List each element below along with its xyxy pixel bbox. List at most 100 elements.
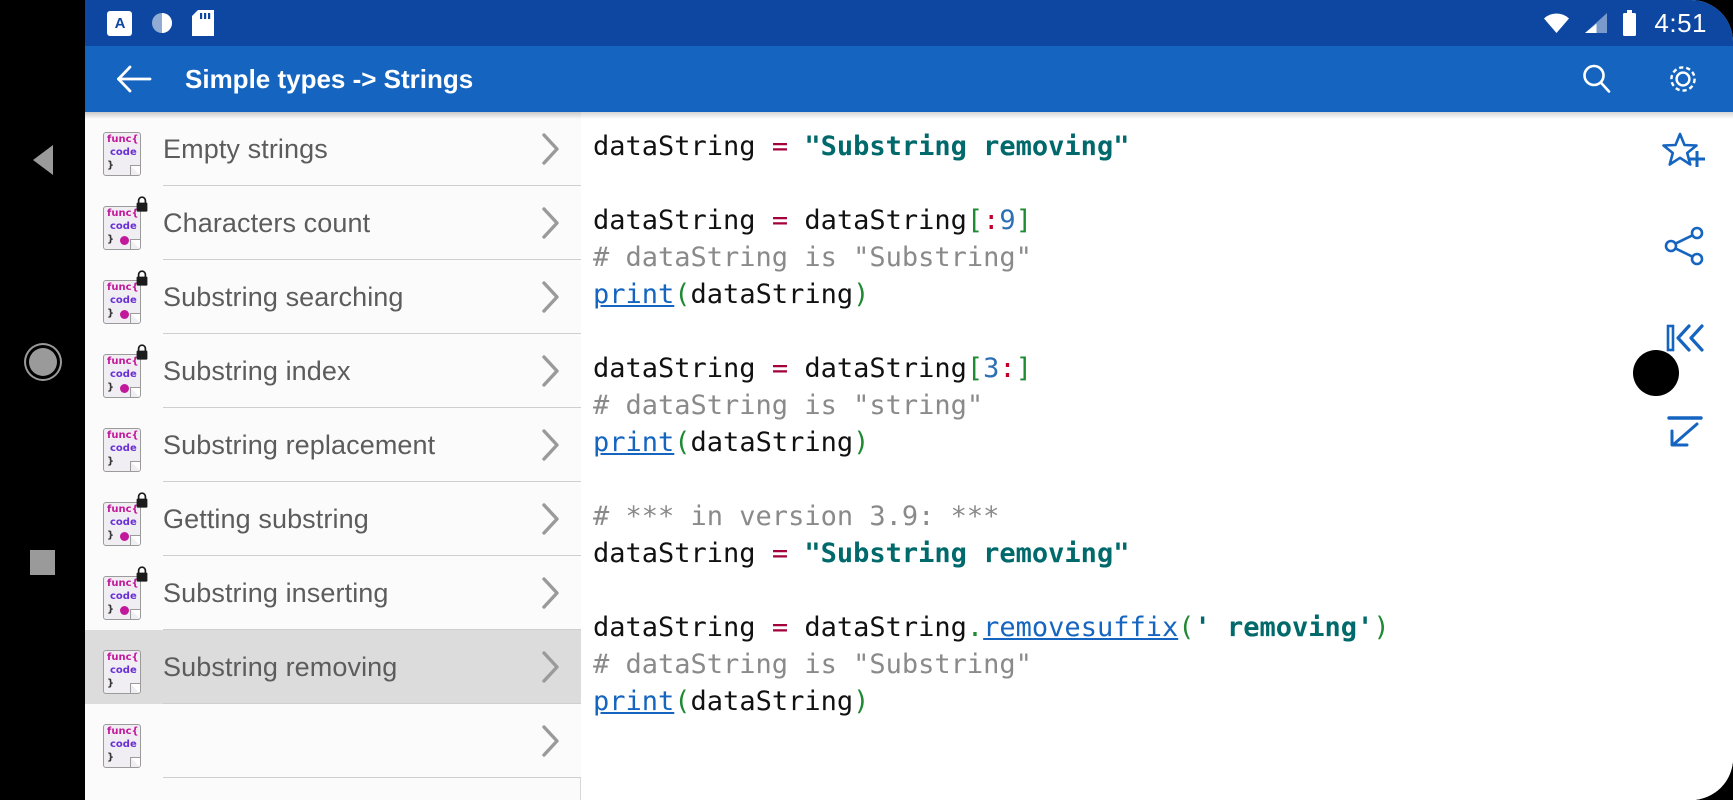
- chevron-right-icon: [531, 650, 571, 684]
- code-token: dataString: [788, 353, 967, 384]
- nav-recents-button[interactable]: [0, 532, 85, 592]
- code-token: dataString: [593, 538, 772, 569]
- code-token[interactable]: print: [593, 427, 675, 458]
- code-token[interactable]: print: [593, 686, 675, 717]
- code-token: dataString: [788, 612, 967, 643]
- code-file-icon: func{code}: [103, 344, 149, 398]
- list-separator: [163, 703, 581, 704]
- list-item[interactable]: func{code} Substring replacement: [85, 408, 581, 482]
- code-token: dataString: [690, 427, 854, 458]
- list-item-label: Substring searching: [163, 281, 404, 312]
- camera-punch-hole: [1633, 350, 1679, 396]
- lock-icon: [136, 344, 148, 360]
- code-top-shadow: [581, 112, 1733, 119]
- code-token: ]: [1015, 353, 1032, 384]
- skip-to-first-icon[interactable]: [1661, 314, 1709, 362]
- action-rail: [1637, 112, 1733, 800]
- list-item[interactable]: func{code}Empty strings: [85, 112, 581, 186]
- code-token: (: [1178, 612, 1195, 643]
- list-item[interactable]: func{code}Getting substring: [85, 482, 581, 556]
- recents-square-icon: [30, 549, 55, 575]
- code-token: dataString: [788, 205, 967, 236]
- back-triangle-icon: [32, 145, 53, 175]
- nav-back-button[interactable]: [0, 130, 85, 190]
- code-token: dataString: [593, 131, 772, 162]
- code-token: dataString: [593, 205, 772, 236]
- list-separator: [163, 481, 581, 482]
- code-token: =: [771, 353, 789, 384]
- code-file-icon: func{code}: [103, 418, 149, 472]
- code-token: ): [1373, 612, 1390, 643]
- code-viewer[interactable]: dataString = "Substring removing" dataSt…: [581, 112, 1733, 800]
- code-file-icon: func{code}: [103, 714, 149, 768]
- settings-button[interactable]: [1663, 59, 1703, 99]
- unlocked-dot-badge: [120, 236, 129, 245]
- cell-signal-icon: [1585, 13, 1608, 33]
- unlocked-dot-badge: [120, 310, 129, 319]
- code-token: 9: [999, 205, 1016, 236]
- app-bar-actions: [1577, 59, 1703, 99]
- code-token: ): [853, 427, 870, 458]
- back-button[interactable]: [107, 52, 161, 106]
- code-token: .: [966, 612, 984, 643]
- lock-icon: [136, 196, 148, 212]
- android-nav-bar: [0, 0, 85, 800]
- code-token: # dataString is "string": [593, 390, 984, 421]
- list-item-label: Getting substring: [163, 503, 369, 534]
- share-icon[interactable]: [1661, 222, 1709, 270]
- sd-card-icon: [192, 10, 214, 36]
- list-item-label: Substring replacement: [163, 429, 436, 460]
- list-item[interactable]: func{code}Substring index: [85, 334, 581, 408]
- list-item[interactable]: func{code}Substring inserting: [85, 556, 581, 630]
- list-item-label: Substring removing: [163, 651, 398, 682]
- search-button[interactable]: [1577, 59, 1617, 99]
- code-token: "Substring removing": [804, 538, 1130, 569]
- code-token: ): [853, 279, 870, 310]
- chevron-right-icon: [531, 132, 571, 166]
- code-token: ' removing': [1194, 612, 1374, 643]
- list-item[interactable]: func{code}: [85, 704, 581, 778]
- list-item-label: Characters count: [163, 207, 371, 238]
- unlocked-dot-badge: [120, 384, 129, 393]
- add-to-favorites-icon[interactable]: [1661, 130, 1709, 178]
- page-title: Simple types -> Strings: [185, 63, 474, 94]
- code-token: :: [999, 353, 1016, 384]
- home-circle-icon: [28, 348, 57, 376]
- list-separator: [163, 555, 581, 556]
- code-token[interactable]: print: [593, 279, 675, 310]
- code-token: ): [853, 686, 870, 717]
- chevron-right-icon: [531, 354, 571, 388]
- chevron-right-icon: [531, 280, 571, 314]
- list-separator: [163, 185, 581, 186]
- app-bar: Simple types -> Strings: [85, 46, 1733, 112]
- chevron-right-icon: [531, 206, 571, 240]
- list-separator: [163, 407, 581, 408]
- code-token: # dataString is "Substring": [593, 242, 1032, 273]
- collapse-icon[interactable]: [1661, 406, 1709, 454]
- list-item[interactable]: func{code}Substring searching: [85, 260, 581, 334]
- code-file-icon: func{code}: [103, 640, 149, 694]
- search-icon: [1583, 64, 1611, 93]
- code-token: (: [674, 279, 691, 310]
- nav-home-button[interactable]: [0, 332, 85, 392]
- code-token: dataString: [593, 353, 772, 384]
- unlocked-dot-badge: [120, 606, 129, 615]
- code-token[interactable]: removesuffix: [983, 612, 1179, 643]
- code-token: 3: [983, 353, 1000, 384]
- list-separator: [163, 629, 581, 630]
- sync-icon: [152, 13, 172, 33]
- list-item[interactable]: func{code}Characters count: [85, 186, 581, 260]
- list-item-label: Substring inserting: [163, 577, 389, 608]
- code-file-icon: func{code}: [103, 122, 149, 176]
- code-token: # *** in version 3.9: ***: [593, 501, 1000, 532]
- list-item[interactable]: func{code} Substring removing: [85, 630, 581, 704]
- gear-icon: [1670, 66, 1696, 92]
- status-bar-left-icons: A: [107, 10, 214, 36]
- wifi-icon: [1544, 13, 1570, 33]
- code-token: "Substring removing": [804, 131, 1130, 162]
- list-separator: [163, 259, 581, 260]
